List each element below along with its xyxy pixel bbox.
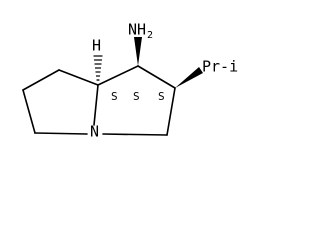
solid-wedge-isopropyl	[175, 67, 203, 88]
stereo-label-bridgehead: S	[111, 90, 118, 103]
bond-bridge-to-camine	[97, 65, 139, 86]
amine-h-count-label: 2	[147, 30, 153, 41]
molecule-structure: N H 2 H N Pr-i S S S	[22, 21, 238, 141]
hashed-wedge-bridge-h	[93, 55, 103, 81]
bond-ch2-to-n	[102, 133, 168, 136]
stereo-label-camine: S	[133, 90, 140, 103]
amine-h-label: H	[137, 21, 146, 39]
isopropyl-label: Pr-i	[202, 58, 238, 76]
bond-camine-to-cipr	[137, 65, 176, 89]
solid-wedge-amine	[134, 37, 142, 66]
bond-cipr-to-ch2	[166, 87, 176, 136]
bond-bridge-to-n	[93, 84, 99, 126]
amine-n-label: N	[128, 21, 137, 39]
stereo-label-cipr: S	[158, 90, 165, 103]
bond-ring-upper-left	[22, 69, 60, 91]
ring-n-label: N	[90, 123, 99, 141]
bridge-h-label: H	[92, 37, 101, 55]
bond-ring-top	[58, 69, 99, 86]
bond-ring-bottom-left	[34, 132, 88, 135]
bond-ring-left	[22, 89, 36, 134]
